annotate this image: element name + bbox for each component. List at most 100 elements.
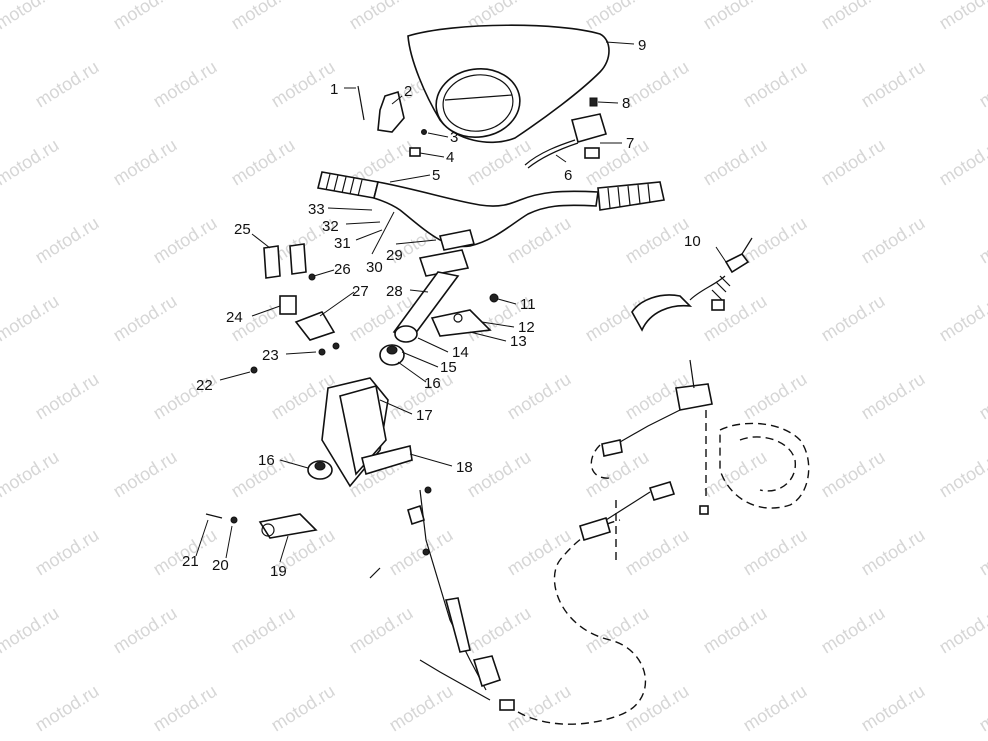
callout-32: 32 [322, 218, 339, 235]
steering-rod [369, 486, 515, 711]
watermark-text: motod.ru [504, 525, 575, 580]
callout-7: 7 [626, 135, 634, 152]
watermark-text: motod.ru [464, 135, 535, 190]
watermark-text: motod.ru [936, 0, 988, 33]
watermark-text: motod.ru [0, 603, 62, 658]
callout-2: 2 [404, 83, 412, 100]
callout-16b: 16 [258, 452, 275, 469]
handlebar-cover [407, 24, 610, 144]
watermark-text: motod.ru [150, 213, 221, 268]
callout-30: 30 [366, 259, 383, 276]
screw-8 [589, 97, 598, 107]
callout-14: 14 [452, 344, 469, 361]
callout-11: 11 [520, 296, 536, 313]
watermark-text: motod.ru [268, 681, 339, 736]
watermark-text: motod.ru [858, 369, 929, 424]
watermark-text: motod.ru [110, 135, 181, 190]
watermark-text: motod.ru [110, 0, 181, 33]
watermark-text: motod.ru [858, 525, 929, 580]
throttle-cable [517, 444, 647, 725]
watermark-text: motod.ru [700, 603, 771, 658]
callout-26: 26 [334, 261, 351, 278]
watermark-text: motod.ru [858, 57, 929, 112]
callout-labels: 1 2 3 4 5 6 7 8 9 10 11 12 13 14 15 16 1… [182, 37, 701, 580]
callout-3: 3 [450, 129, 458, 146]
callout-22: 22 [196, 377, 213, 394]
watermark-text: motod.ru [32, 369, 103, 424]
callout-12: 12 [518, 319, 535, 336]
callout-16a: 16 [424, 375, 441, 392]
watermark-text: motod.ru [386, 525, 457, 580]
watermark-text: motod.ru [110, 447, 181, 502]
watermark-text: motod.ru [582, 603, 653, 658]
watermark-text: motod.ru [976, 57, 988, 112]
watermark-text: motod.ru [268, 57, 339, 112]
handlebar [317, 171, 665, 277]
watermark-text: motod.ru [0, 447, 62, 502]
callout-21: 21 [182, 553, 199, 570]
watermark-text: motod.ru [936, 603, 988, 658]
brake-lever-parts [357, 85, 427, 157]
watermark-text: motod.ru [582, 447, 653, 502]
watermark-text: motod.ru [622, 525, 693, 580]
callout-15: 15 [440, 359, 457, 376]
callout-23: 23 [262, 347, 279, 364]
callout-6: 6 [564, 167, 572, 184]
watermark-text: motod.ru [32, 525, 103, 580]
watermark-text: motod.ru [228, 0, 299, 33]
carburetor-linkage [579, 359, 810, 542]
steering-post-mount [250, 342, 413, 488]
watermark-text: motod.ru [740, 369, 811, 424]
callout-4: 4 [446, 149, 454, 166]
callout-18: 18 [456, 459, 473, 476]
callout-17: 17 [416, 407, 433, 424]
watermark-text: motod.ru [818, 447, 889, 502]
watermark-text: motod.ru [936, 135, 988, 190]
watermark-text: motod.ru [976, 213, 988, 268]
watermark-text: motod.ru [936, 291, 988, 346]
watermark-text: motod.ru [228, 135, 299, 190]
bracket-12 [430, 293, 499, 337]
watermark-text: motod.ru [228, 603, 299, 658]
watermark-text: motod.ru [110, 603, 181, 658]
watermark-text: motod.ru [818, 0, 889, 33]
watermark-text: motod.ru [976, 681, 988, 736]
callout-9: 9 [638, 37, 646, 54]
watermark-text: motod.ru [740, 57, 811, 112]
watermark-text: motod.ru [150, 57, 221, 112]
watermark-text: motod.ru [858, 681, 929, 736]
watermark-text: motod.ru [582, 0, 653, 33]
watermark-text: motod.ru [0, 291, 62, 346]
watermark-text: motod.ru [700, 447, 771, 502]
watermark-text: motod.ru [700, 291, 771, 346]
watermark-text: motod.ru [818, 135, 889, 190]
watermark-text: motod.ru [818, 603, 889, 658]
watermark-text: motod.ru [32, 213, 103, 268]
watermark-text: motod.ru [32, 57, 103, 112]
watermark-text: motod.ru [32, 681, 103, 736]
watermark-text: motod.ru [110, 291, 181, 346]
watermark-text: motod.ru [858, 213, 929, 268]
watermark-text: motod.ru [464, 603, 535, 658]
watermark-text: motod.ru [0, 135, 62, 190]
pitman-arm [205, 513, 318, 539]
callout-5: 5 [432, 167, 440, 184]
watermark-text: motod.ru [464, 447, 535, 502]
tether-switch [631, 237, 753, 332]
callout-31: 31 [334, 235, 351, 252]
watermark-text: motod.ru [0, 0, 62, 33]
watermark-text: motod.ru [386, 681, 457, 736]
callout-13: 13 [510, 333, 527, 350]
watermark-text: motod.ru [622, 57, 693, 112]
callout-1: 1 [330, 81, 338, 98]
watermark-text: motod.ru [346, 603, 417, 658]
callout-25: 25 [234, 221, 251, 238]
callout-27: 27 [352, 283, 369, 300]
watermark-text: motod.ru [700, 0, 771, 33]
callout-29: 29 [386, 247, 403, 264]
callout-19: 19 [270, 563, 287, 580]
watermark-text: motod.ru [740, 525, 811, 580]
watermark-text: motod.ru [818, 291, 889, 346]
callout-24: 24 [226, 309, 243, 326]
